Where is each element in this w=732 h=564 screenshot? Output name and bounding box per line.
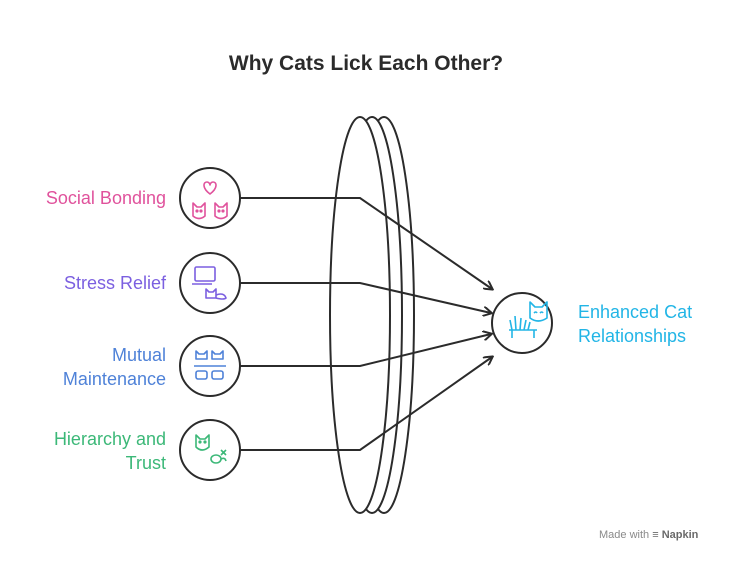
label-line: Stress Relief bbox=[63, 273, 166, 293]
grooming-tools-icon bbox=[194, 350, 226, 380]
label-line: Hierarchy and bbox=[53, 429, 166, 449]
input-label-mutual-maintenance: Mutual Maintenance bbox=[63, 343, 166, 391]
connector-mutual-maintenance bbox=[240, 334, 491, 367]
branding-name: Napkin bbox=[661, 529, 699, 541]
label-line: Mutual bbox=[111, 345, 166, 365]
input-label-stress-relief: Stress Relief bbox=[64, 271, 166, 295]
connector-stress-relief bbox=[240, 282, 491, 313]
input-label-hierarchy-trust: Hierarchy and Trust bbox=[54, 427, 166, 475]
diagram-title: Why Cats Lick Each Other? bbox=[228, 52, 504, 75]
label-line: Maintenance bbox=[62, 369, 166, 389]
napkin-logo-icon: ≡ bbox=[652, 529, 659, 541]
connector-hierarchy-trust bbox=[240, 357, 492, 451]
icon-node-hierarchy-trust bbox=[179, 419, 241, 481]
icon-node-enhanced-relationships bbox=[491, 292, 553, 354]
output-label: Enhanced Cat Relationships bbox=[578, 300, 692, 348]
label-line: Trust bbox=[125, 453, 166, 473]
laptop-cat-icon bbox=[192, 266, 227, 300]
cat-mouse-icon bbox=[195, 434, 227, 464]
input-label-social-bonding: Social Bonding bbox=[46, 186, 166, 210]
icon-node-stress-relief bbox=[179, 252, 241, 314]
cat-grooming-icon bbox=[509, 301, 548, 338]
icon-node-mutual-maintenance bbox=[179, 335, 241, 397]
icon-node-social-bonding bbox=[179, 167, 241, 229]
branding-prefix: Made with bbox=[599, 529, 650, 541]
napkin-branding: Made with ≡ Napkin bbox=[599, 529, 698, 541]
lens-shape bbox=[329, 116, 415, 514]
connector-social-bonding bbox=[240, 197, 492, 289]
hearts-cats-icon bbox=[192, 181, 228, 220]
output-label-line: Enhanced Cat bbox=[578, 302, 693, 322]
output-label-line: Relationships bbox=[578, 326, 687, 346]
label-line: Social Bonding bbox=[45, 188, 166, 208]
